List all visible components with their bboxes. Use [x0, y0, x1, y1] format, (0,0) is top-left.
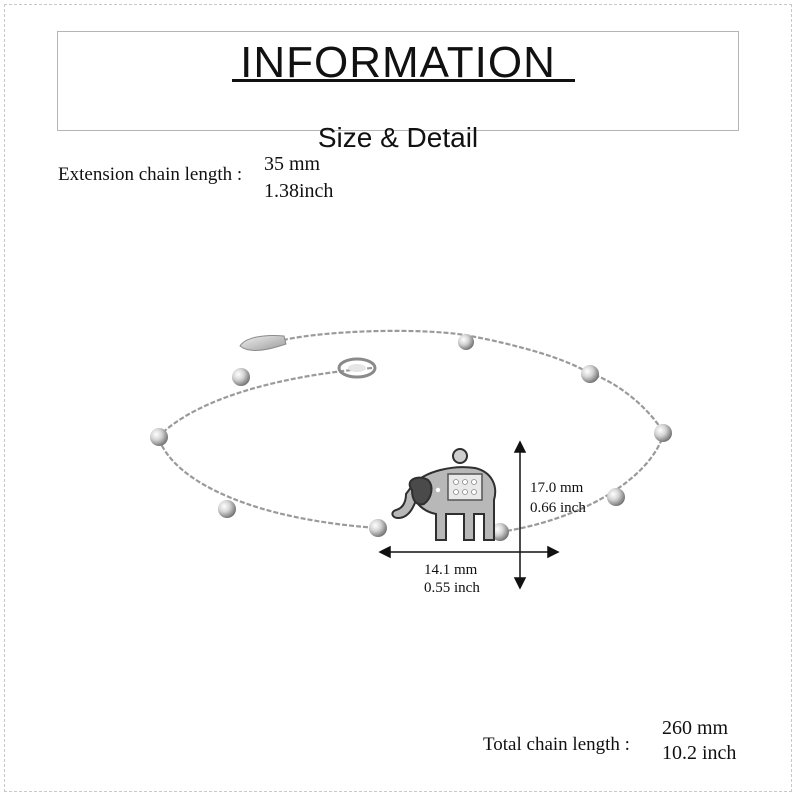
- lobster-clasp: [337, 357, 377, 379]
- total-length-inch: 10.2 inch: [662, 742, 737, 764]
- total-length-label: Total chain length :: [483, 734, 630, 755]
- elephant-pendant: [391, 448, 497, 541]
- pendant-height-inch: 0.66 inch: [530, 500, 586, 516]
- pendant-width-inch: 0.55 inch: [424, 580, 480, 596]
- header-box: INFORMATION Size & Detail: [57, 31, 739, 153]
- extension-length-inch: 1.38inch: [264, 180, 334, 202]
- extension-chain: [282, 329, 591, 375]
- bracelet-chain: [156, 366, 379, 530]
- total-length-mm: 260 mm: [662, 717, 729, 739]
- pendant-width-mm: 14.1 mm: [424, 562, 478, 578]
- bracelet-chain-right: [499, 372, 666, 534]
- extension-length-label: Extension chain length :: [58, 164, 243, 185]
- page-title: INFORMATION: [240, 38, 556, 87]
- width-dimension-arrow: [378, 545, 560, 559]
- extension-tag: [239, 335, 287, 351]
- title-underline: [232, 79, 575, 82]
- beads: [150, 334, 672, 541]
- extension-length-mm: 35 mm: [264, 153, 321, 175]
- page-frame: [4, 4, 792, 792]
- height-dimension-arrow: [513, 440, 527, 590]
- page-subtitle: Size & Detail: [317, 122, 479, 153]
- pendant-height-mm: 17.0 mm: [530, 480, 584, 496]
